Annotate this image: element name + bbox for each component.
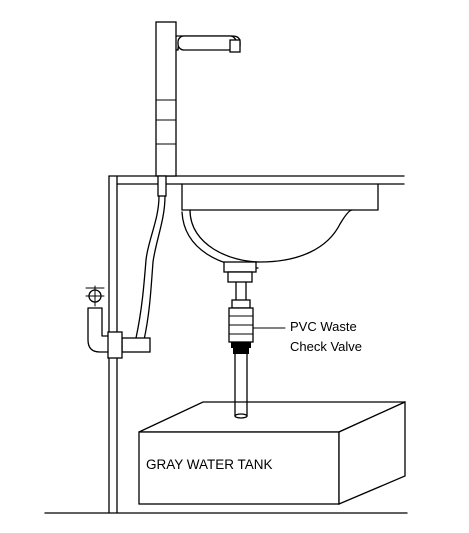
countertop	[108, 175, 405, 185]
check-valve-label-line1: PVC Waste	[290, 319, 357, 334]
angle-stop-valve	[85, 285, 151, 359]
check-valve-label-line2: Check Valve	[290, 339, 363, 354]
drain-tailpiece	[223, 261, 257, 301]
supply-hose	[135, 195, 166, 341]
gray-water-tank	[138, 400, 406, 505]
tank-label: GRAY WATER TANK	[146, 457, 273, 472]
check-valve	[228, 299, 286, 354]
sink-basin	[181, 183, 379, 269]
faucet	[155, 21, 241, 197]
